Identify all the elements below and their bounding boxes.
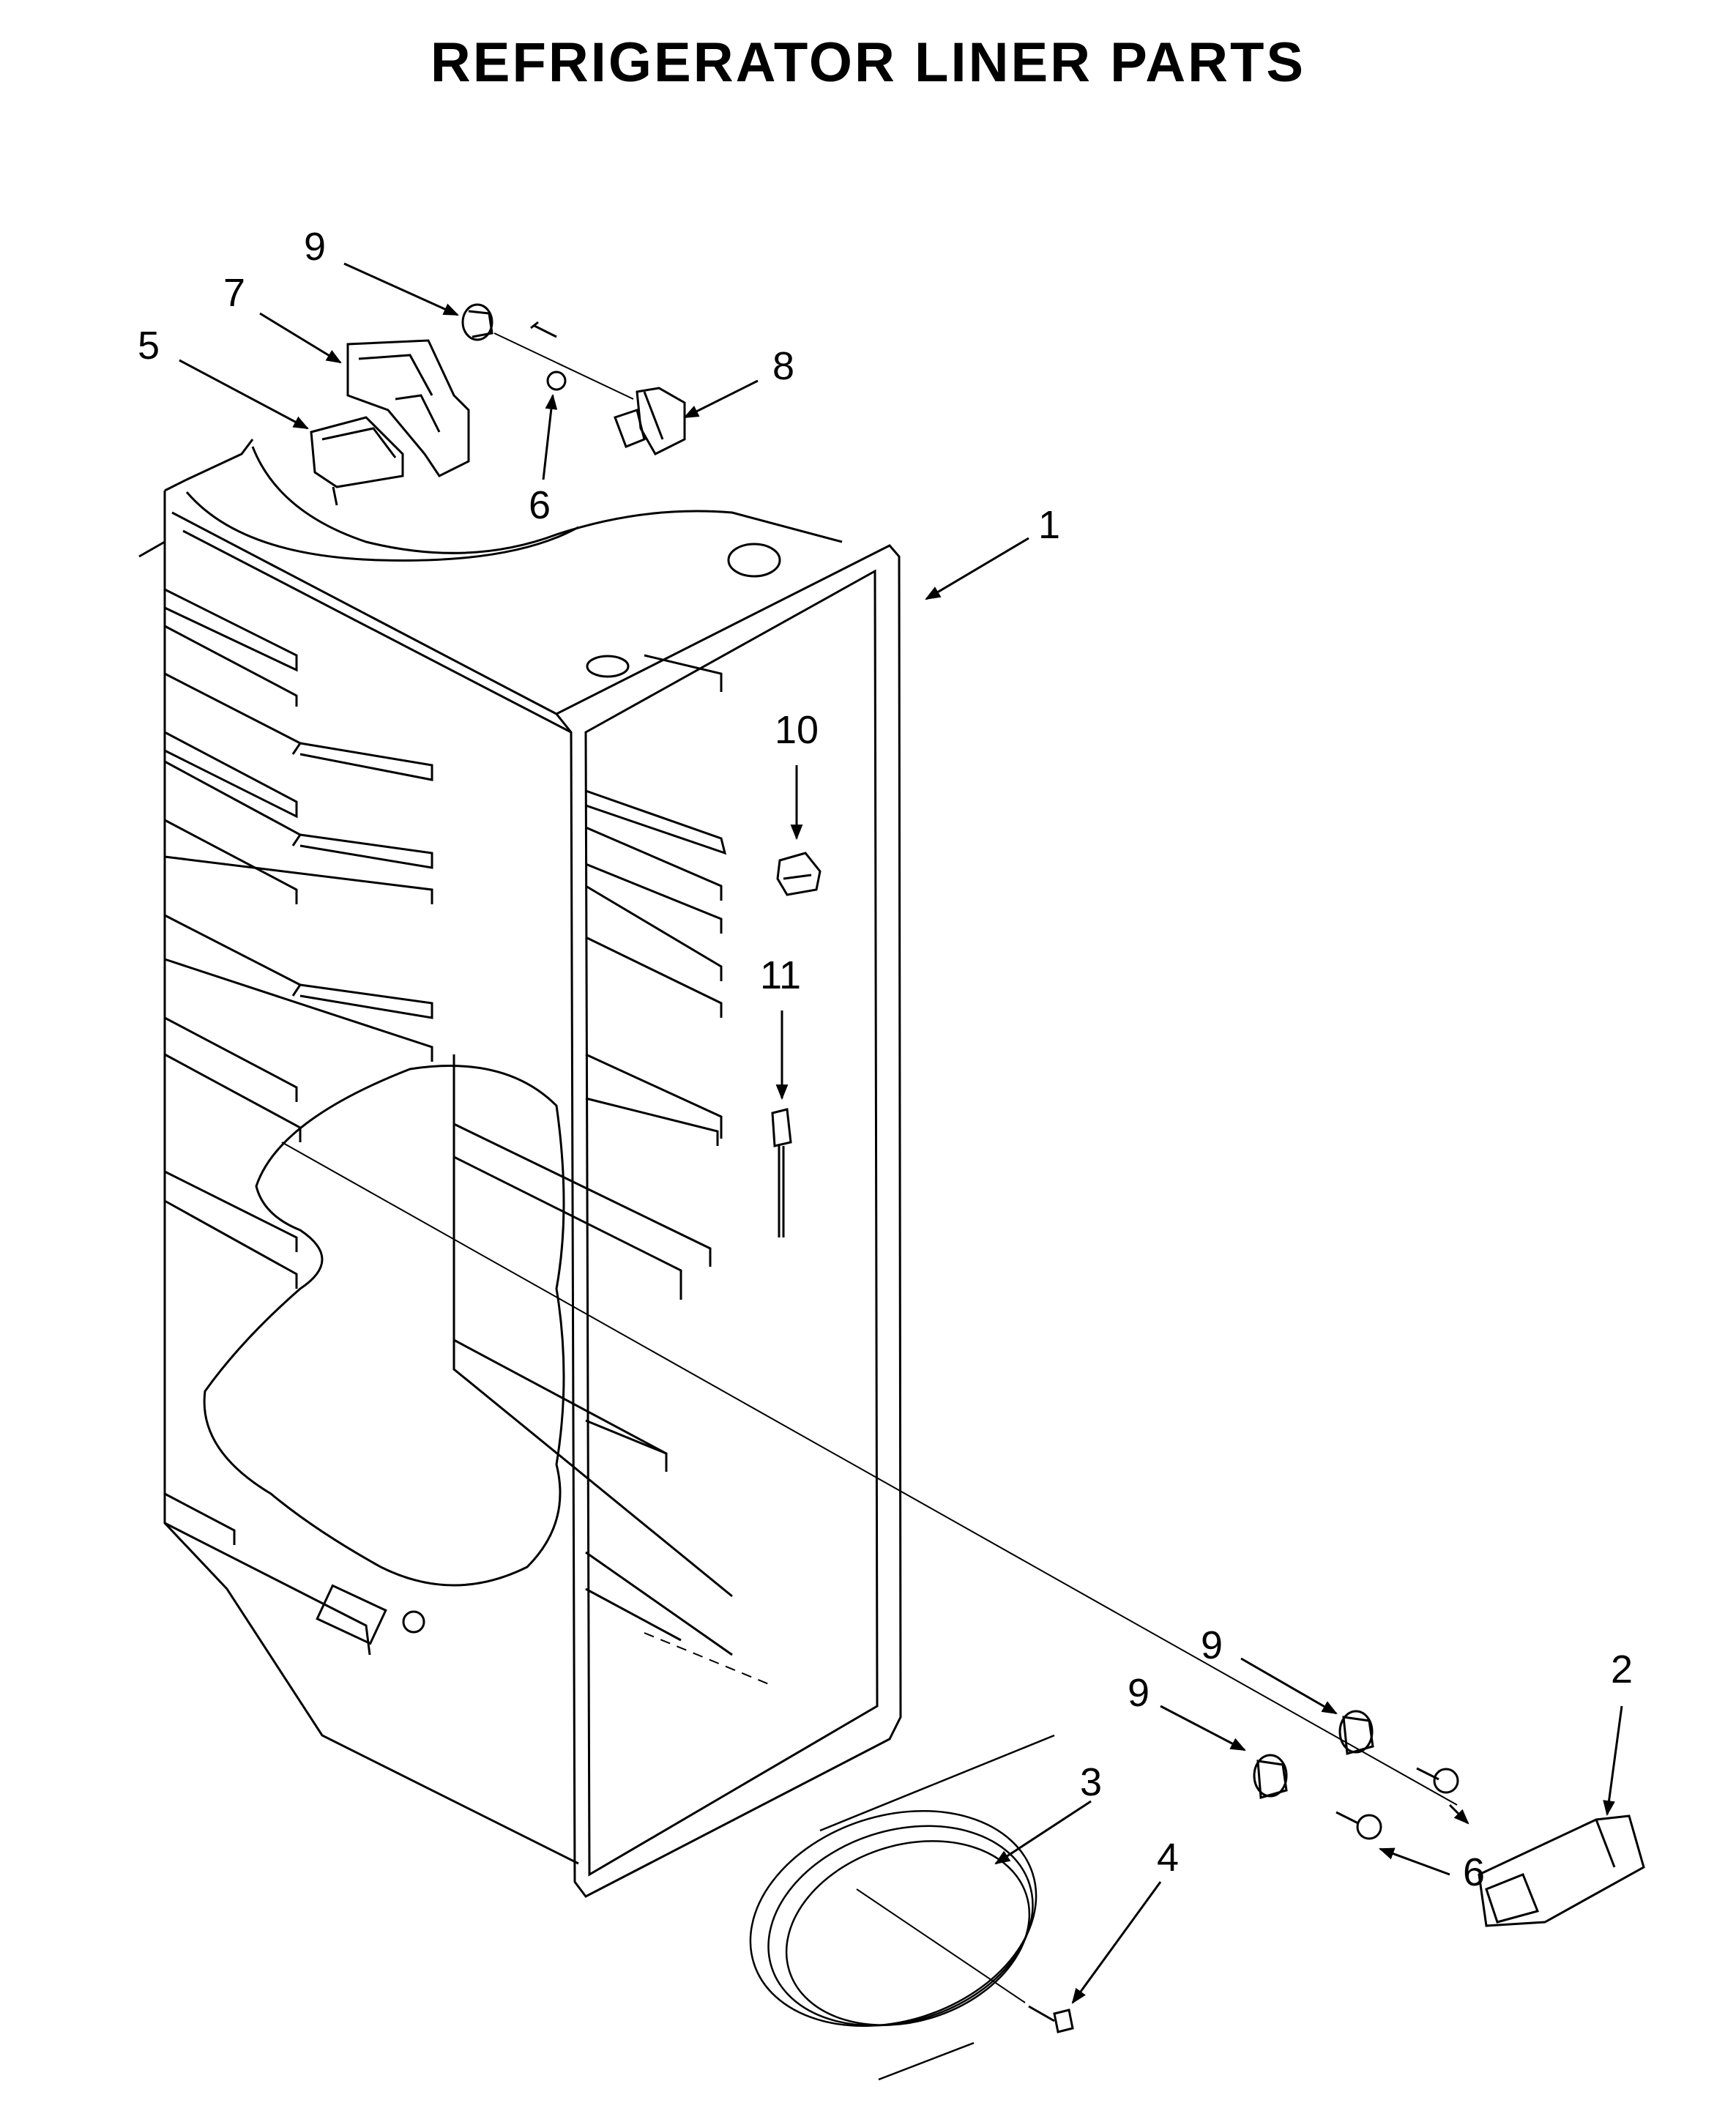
callout-10: 10 <box>775 708 819 752</box>
part-8-cap <box>614 387 686 455</box>
callout-2: 2 <box>1611 1648 1633 1691</box>
callout-3: 3 <box>1080 1760 1102 1804</box>
part-6-lower-screw-a <box>1416 1767 1459 1794</box>
part-6-upper-screw <box>530 321 567 391</box>
part-9-lower-knob-b <box>1253 1754 1288 1799</box>
callout-1: 1 <box>1038 503 1060 547</box>
part-2-cover <box>1478 1814 1645 1927</box>
page-title: REFRIGERATOR LINER PARTS <box>430 31 1306 94</box>
callout-9-lower-a: 9 <box>1201 1623 1223 1667</box>
callout-6-lower: 6 <box>1463 1850 1485 1894</box>
callout-6-upper: 6 <box>529 483 551 527</box>
callout-5: 5 <box>138 324 160 368</box>
part-5-connector <box>310 416 404 506</box>
part-7-bracket <box>346 339 470 477</box>
part-9-upper-knob <box>461 303 493 341</box>
callout-11: 11 <box>760 953 801 997</box>
callout-9-lower-b: 9 <box>1128 1671 1150 1715</box>
callout-7: 7 <box>223 271 245 315</box>
part-3-tubing <box>749 1734 1055 2081</box>
part-11-sensor <box>771 1108 792 1237</box>
part-10-clip <box>776 852 822 896</box>
part-9-lower-knob-a <box>1338 1710 1374 1755</box>
callout-labels: 9 7 5 8 6 1 10 11 9 2 9 3 4 6 <box>138 225 1633 1894</box>
leader-arrows <box>179 262 1623 2004</box>
refrigerator-liner <box>138 439 1458 1898</box>
part-4-screw <box>1028 2005 1074 2033</box>
callout-4: 4 <box>1157 1836 1179 1880</box>
callout-8: 8 <box>772 344 794 388</box>
part-6-lower-screw-b <box>1335 1811 1382 1840</box>
callout-9-upper: 9 <box>304 225 326 269</box>
